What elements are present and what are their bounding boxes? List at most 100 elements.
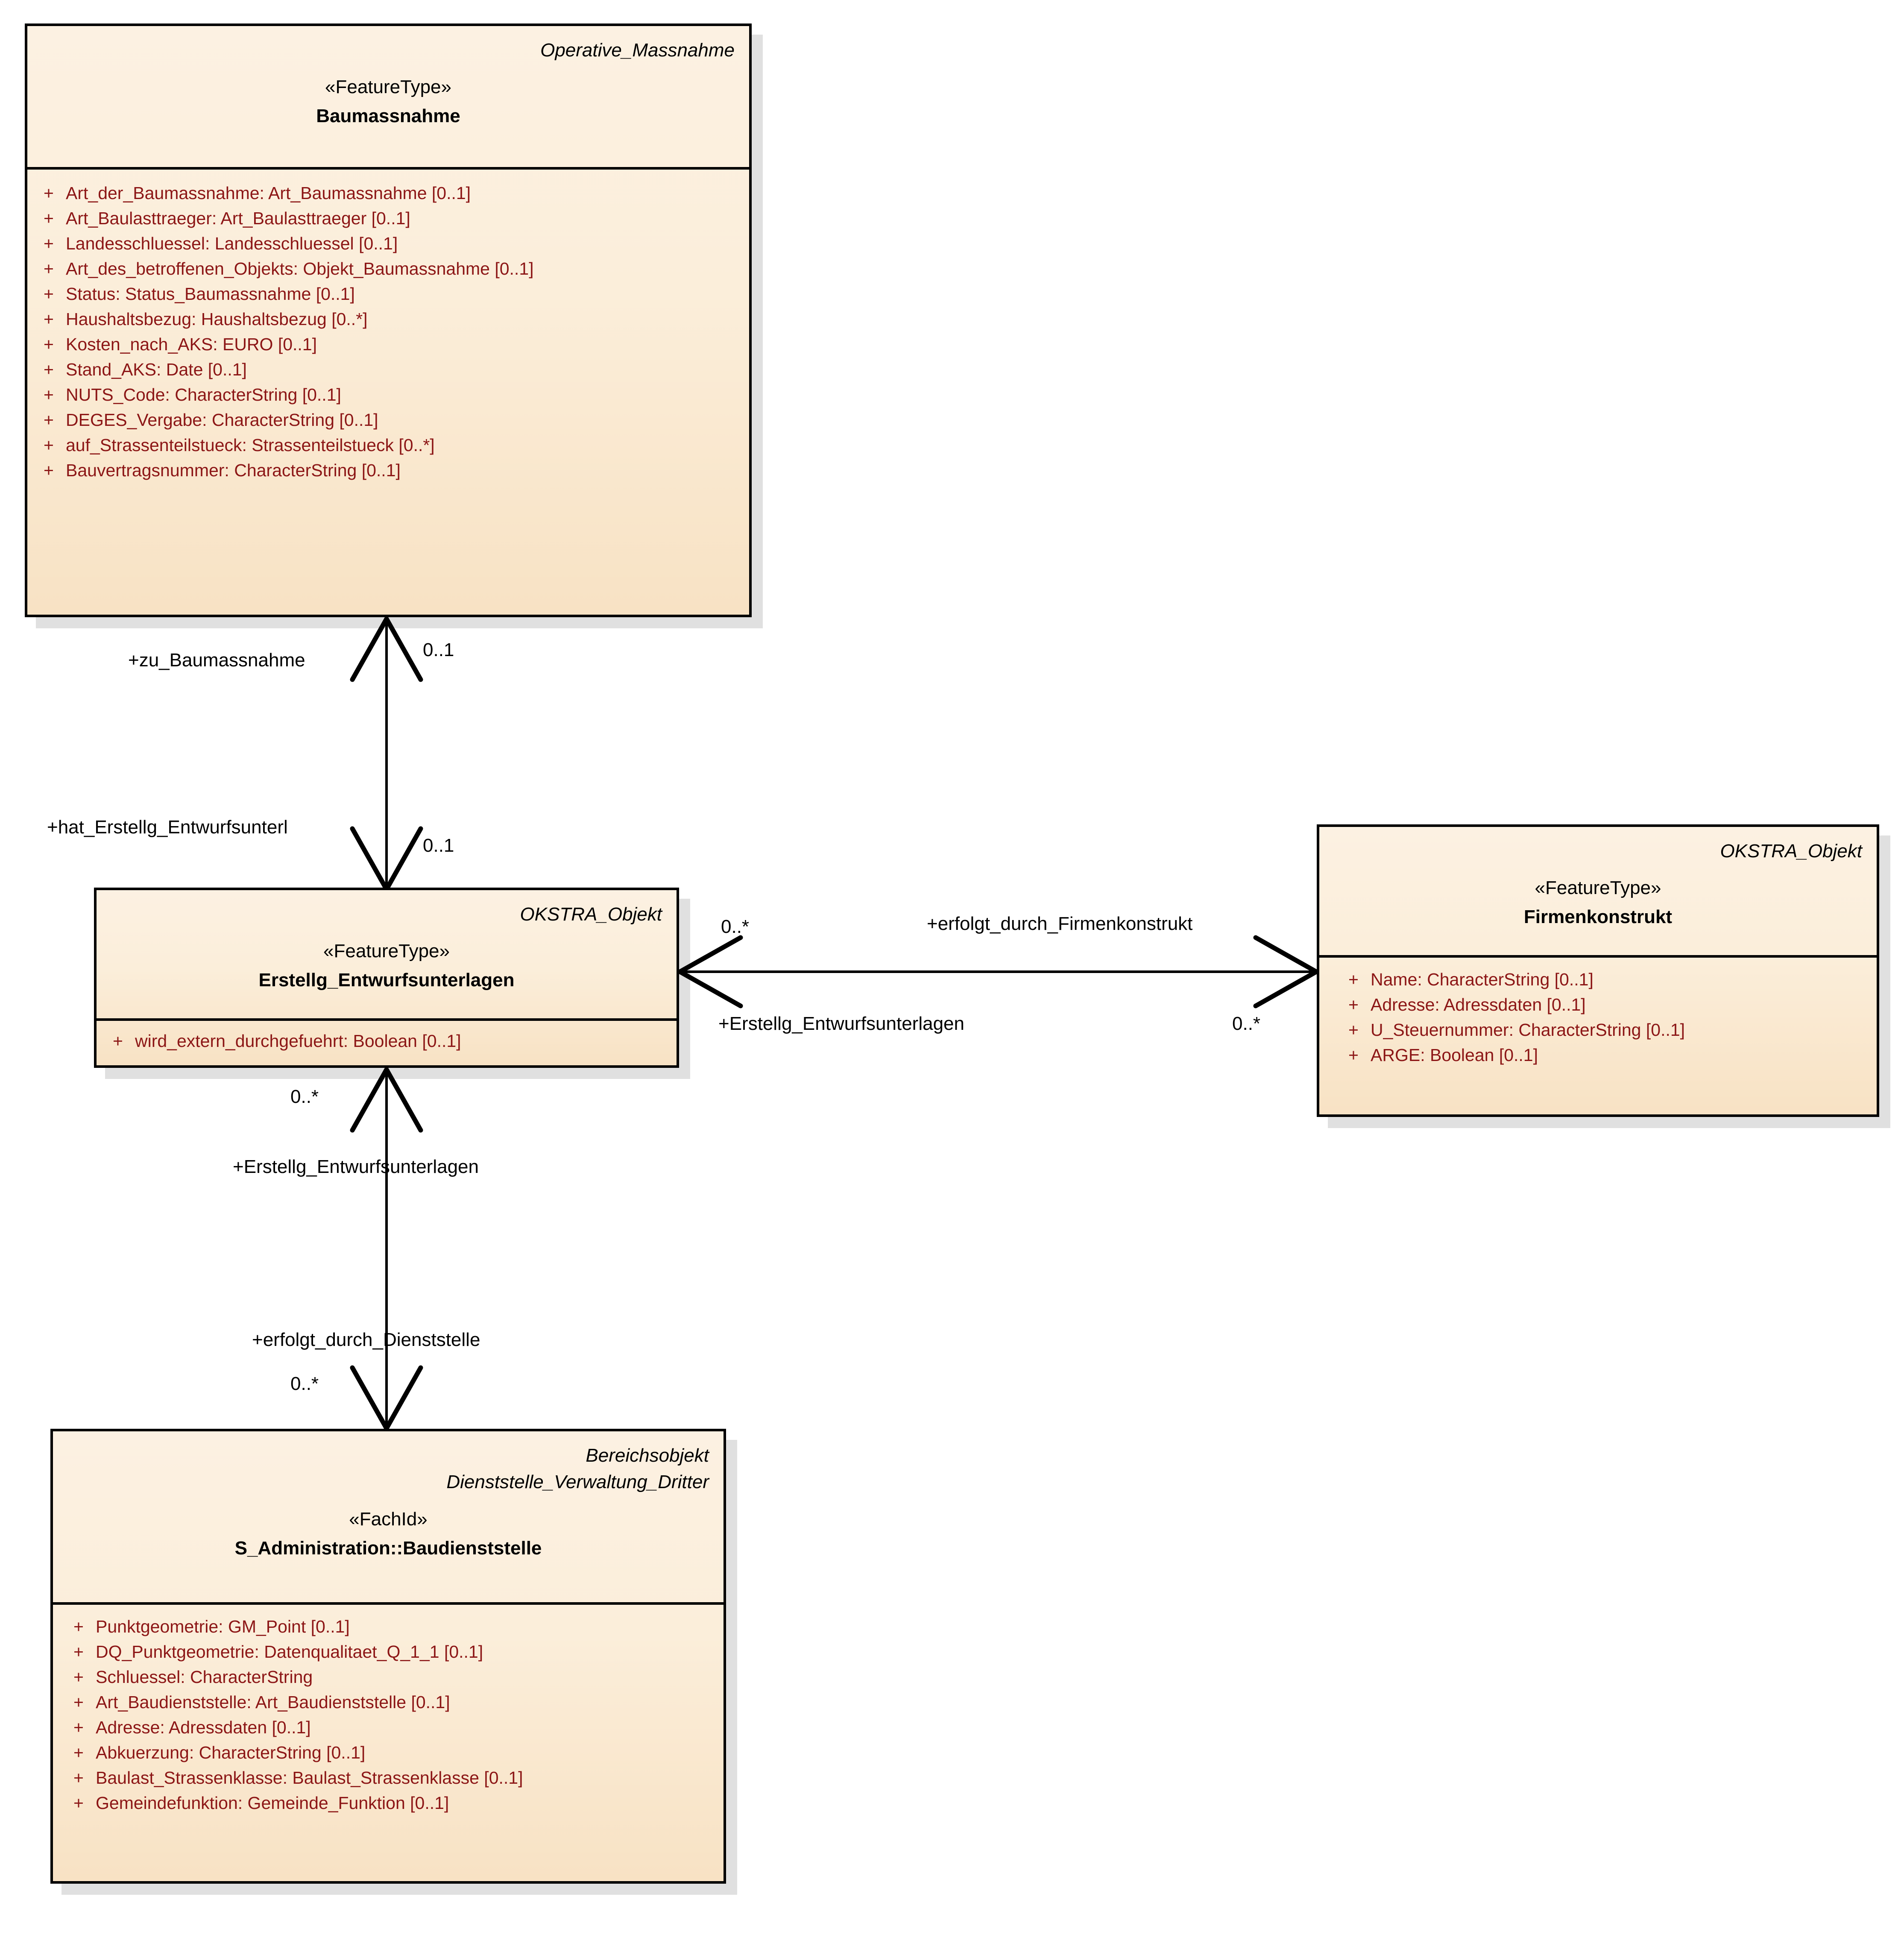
class-box-firmenkonstrukt[interactable]: OKSTRA_Objekt «FeatureType» Firmenkonstr…: [1317, 824, 1879, 1117]
association-line-baumassnahme-entwurfsunterlagen: [385, 617, 388, 889]
attribute-row: + U_Steuernummer: CharacterString [0..1]: [1336, 1017, 1872, 1043]
attribute-text: ARGE: Boolean [0..1]: [1371, 1045, 1538, 1065]
class-namespace-erstellg-entwurfsunterlagen: OKSTRA_Objekt: [520, 904, 662, 925]
association-line-entwurfsunterlagen-baudienststelle: [385, 1068, 388, 1429]
attribute-row: + Stand_AKS: Date [0..1]: [32, 357, 745, 382]
class-namespace-firmenkonstrukt: OKSTRA_Objekt: [1720, 841, 1862, 862]
association-mult-hat-erstellg-entwurfsunterl: 0..1: [423, 835, 454, 856]
attribute-row: + Punktgeometrie: GM_Point [0..1]: [62, 1614, 719, 1639]
attribute-text: Stand_AKS: Date [0..1]: [66, 360, 247, 379]
attribute-text: Bauvertragsnummer: CharacterString [0..1…: [66, 460, 401, 480]
class-namespace-baudienststelle: Bereichsobjekt: [586, 1445, 709, 1466]
attribute-row: + Art_des_betroffenen_Objekts: Objekt_Ba…: [32, 256, 745, 281]
attribute-visibility: +: [1348, 1045, 1359, 1065]
attribute-visibility: +: [73, 1667, 84, 1687]
class-divider-firmenkonstrukt: [1319, 955, 1877, 958]
attribute-text: Adresse: Adressdaten [0..1]: [1371, 995, 1586, 1014]
class-box-erstellg-entwurfsunterlagen[interactable]: OKSTRA_Objekt «FeatureType» Erstellg_Ent…: [94, 888, 679, 1068]
attribute-row: + Schluessel: CharacterString: [62, 1665, 719, 1690]
attribute-text: DQ_Punktgeometrie: Datenqualitaet_Q_1_1 …: [96, 1642, 483, 1662]
attribute-row: + Gemeindefunktion: Gemeinde_Funktion [0…: [62, 1791, 719, 1816]
attribute-row: + Status: Status_Baumassnahme [0..1]: [32, 281, 745, 307]
association-mult-erstellg-entwurfsunterlagen-dienst: 0..*: [290, 1086, 319, 1107]
attribute-text: Baulast_Strassenklasse: Baulast_Strassen…: [96, 1768, 523, 1788]
association-mult-erstellg-entwurfsunterlagen-firmen: 0..*: [1232, 1013, 1261, 1034]
class-header-baumassnahme: Operative_Massnahme «FeatureType» Baumas…: [27, 26, 749, 167]
attribute-text: Landesschluessel: Landesschluessel [0..1…: [66, 234, 398, 253]
attribute-text: Adresse: Adressdaten [0..1]: [96, 1718, 311, 1737]
attribute-row: + DEGES_Vergabe: CharacterString [0..1]: [32, 407, 745, 433]
attribute-visibility: +: [44, 385, 54, 404]
attribute-visibility: +: [1348, 1020, 1359, 1040]
class-box-baudienststelle[interactable]: Bereichsobjekt Dienststelle_Verwaltung_D…: [50, 1429, 726, 1884]
class-name-firmenkonstrukt: Firmenkonstrukt: [1523, 906, 1673, 928]
class-name-baudienststelle: S_Administration::Baudienststelle: [234, 1537, 542, 1559]
attribute-row: + Baulast_Strassenklasse: Baulast_Strass…: [62, 1765, 719, 1791]
attribute-visibility: +: [44, 360, 54, 379]
attribute-text: Art_der_Baumassnahme: Art_Baumassnahme […: [66, 183, 471, 203]
class-stereotype-firmenkonstrukt: «FeatureType»: [1535, 877, 1661, 899]
arrowhead-right-to-firmenkonstrukt: [1251, 923, 1320, 1021]
attribute-row: + ARGE: Boolean [0..1]: [1336, 1043, 1872, 1068]
association-line-entwurfsunterlagen-firmenkonstrukt: [679, 970, 1320, 973]
attribute-visibility: +: [73, 1793, 84, 1813]
arrowhead-left-to-entwurfsunterlagen: [677, 923, 746, 1021]
attribute-visibility: +: [44, 410, 54, 430]
attribute-row: + Kosten_nach_AKS: EURO [0..1]: [32, 332, 745, 357]
attribute-text: auf_Strassenteilstueck: Strassenteilstue…: [66, 435, 435, 455]
attribute-visibility: +: [44, 183, 54, 203]
attribute-text: Schluessel: CharacterString: [96, 1667, 313, 1687]
attribute-row: + Landesschluessel: Landesschluessel [0.…: [32, 231, 745, 256]
attribute-text: Art_Baudienststelle: Art_Baudienststelle…: [96, 1692, 450, 1712]
association-mult-zu-baumassnahme: 0..1: [423, 639, 454, 660]
arrowhead-down-to-baudienststelle: [337, 1363, 436, 1432]
attribute-visibility: +: [44, 460, 54, 480]
attribute-visibility: +: [44, 208, 54, 228]
attribute-visibility: +: [73, 1617, 84, 1636]
class-namespace-secondary-baudienststelle: Dienststelle_Verwaltung_Dritter: [446, 1471, 709, 1493]
association-role-erstellg-entwurfsunterlagen-firmen: +Erstellg_Entwurfsunterlagen: [718, 1013, 964, 1034]
class-header-baudienststelle: Bereichsobjekt Dienststelle_Verwaltung_D…: [53, 1431, 724, 1602]
attribute-row: + Haushaltsbezug: Haushaltsbezug [0..*]: [32, 307, 745, 332]
class-name-baumassnahme: Baumassnahme: [316, 106, 460, 127]
class-name-erstellg-entwurfsunterlagen: Erstellg_Entwurfsunterlagen: [258, 970, 515, 991]
attribute-text: Status: Status_Baumassnahme [0..1]: [66, 284, 355, 304]
attribute-text: Art_Baulasttraeger: Art_Baulasttraeger […: [66, 208, 410, 228]
arrowhead-up-to-baumassnahme: [337, 616, 436, 685]
attribute-row: + Adresse: Adressdaten [0..1]: [62, 1715, 719, 1740]
attribute-text: Kosten_nach_AKS: EURO [0..1]: [66, 334, 317, 354]
attribute-visibility: +: [113, 1031, 123, 1051]
attribute-visibility: +: [44, 334, 54, 354]
class-stereotype-baudienststelle: «FachId»: [349, 1508, 428, 1530]
class-divider-baumassnahme: [27, 167, 749, 170]
association-role-erfolgt-durch-firmenkonstrukt: +erfolgt_durch_Firmenkonstrukt: [927, 913, 1193, 934]
attribute-visibility: +: [44, 284, 54, 304]
class-header-firmenkonstrukt: OKSTRA_Objekt «FeatureType» Firmenkonstr…: [1319, 827, 1877, 955]
class-attributes-erstellg-entwurfsunterlagen: + wird_extern_durchgefuehrt: Boolean [0.…: [97, 1021, 677, 1065]
class-divider-erstellg-entwurfsunterlagen: [97, 1018, 677, 1021]
association-mult-erfolgt-durch-firmenkonstrukt-source: 0..*: [721, 916, 750, 937]
class-attributes-baumassnahme: + Art_der_Baumassnahme: Art_Baumassnahme…: [27, 170, 749, 494]
arrowhead-down-to-entwurfsunterlagen: [337, 824, 436, 893]
attribute-text: Gemeindefunktion: Gemeinde_Funktion [0..…: [96, 1793, 449, 1813]
attribute-visibility: +: [73, 1692, 84, 1712]
attribute-row: + NUTS_Code: CharacterString [0..1]: [32, 382, 745, 407]
attribute-row: + wird_extern_durchgefuehrt: Boolean [0.…: [101, 1029, 672, 1054]
attribute-row: + Art_der_Baumassnahme: Art_Baumassnahme…: [32, 181, 745, 206]
attribute-text: NUTS_Code: CharacterString [0..1]: [66, 385, 341, 404]
association-mult-erfolgt-durch-dienststelle: 0..*: [290, 1373, 319, 1394]
attribute-visibility: +: [44, 435, 54, 455]
attribute-text: wird_extern_durchgefuehrt: Boolean [0..1…: [135, 1031, 461, 1051]
attribute-visibility: +: [73, 1718, 84, 1737]
attribute-row: + Art_Baulasttraeger: Art_Baulasttraeger…: [32, 206, 745, 231]
attribute-visibility: +: [73, 1642, 84, 1662]
attribute-row: + Name: CharacterString [0..1]: [1336, 967, 1872, 992]
association-role-zu-baumassnahme: +zu_Baumassnahme: [128, 650, 305, 671]
attribute-row: + Art_Baudienststelle: Art_Baudienststel…: [62, 1690, 719, 1715]
class-header-erstellg-entwurfsunterlagen: OKSTRA_Objekt «FeatureType» Erstellg_Ent…: [97, 890, 677, 1018]
class-box-baumassnahme[interactable]: Operative_Massnahme «FeatureType» Baumas…: [25, 23, 752, 617]
attribute-visibility: +: [73, 1743, 84, 1762]
attribute-text: DEGES_Vergabe: CharacterString [0..1]: [66, 410, 378, 430]
attribute-visibility: +: [44, 259, 54, 278]
attribute-visibility: +: [44, 234, 54, 253]
